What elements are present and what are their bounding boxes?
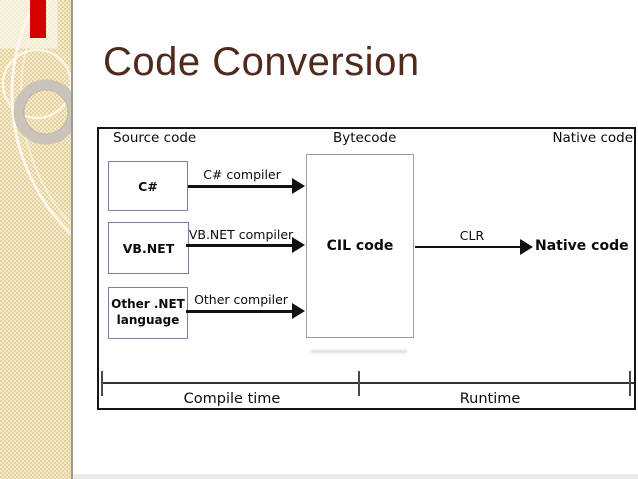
arrowhead-right-icon: [292, 178, 305, 194]
csharp-compiler-arrow-label: C# compiler: [203, 167, 281, 182]
other-compiler-arrow-label: Other compiler: [194, 292, 288, 307]
arrowhead-right-icon: [292, 237, 305, 253]
csharp-compiler-arrow-line: [188, 185, 292, 188]
vbnet-compiler-arrow-line: [186, 244, 292, 247]
vbnet-compiler-arrow-label: VB.NET compiler: [188, 227, 294, 242]
source-box-vbnet: VB.NET: [108, 222, 189, 274]
page-title: Code Conversion: [103, 40, 420, 84]
timeline-label-compile-time: Compile time: [183, 391, 281, 407]
arrowhead-right-icon: [292, 303, 305, 319]
timeline-tick-middle: [358, 371, 360, 396]
column-header-native-code: Native code: [552, 130, 633, 146]
source-box-csharp-label: C#: [138, 178, 158, 194]
native-code-label: Native code: [535, 238, 629, 254]
bottom-strip: [73, 474, 638, 479]
clr-arrow-line: [415, 246, 520, 248]
arrowhead-right-icon: [520, 239, 533, 255]
other-compiler-arrow-line: [186, 310, 292, 313]
timeline-line: [101, 382, 634, 384]
cil-code-box: CIL code: [306, 154, 414, 338]
timeline-tick-right: [629, 371, 631, 396]
source-box-vbnet-label: VB.NET: [122, 240, 175, 256]
column-header-source-code: Source code: [113, 130, 197, 146]
source-box-csharp: C#: [108, 161, 188, 211]
red-marker: [30, 0, 46, 38]
cil-code-box-label: CIL code: [326, 238, 394, 254]
timeline-tick-left: [101, 371, 103, 396]
diagram-frame: Source code Bytecode Native code C# VB.N…: [97, 127, 636, 410]
timeline-label-runtime: Runtime: [459, 391, 521, 407]
source-box-other-net-label: Other .NET language: [111, 297, 185, 327]
sidebar-circles-decoration: [0, 0, 71, 236]
cil-box-shadow: [311, 350, 407, 353]
sidebar-decoration: [0, 0, 73, 479]
source-box-other-net: Other .NET language: [108, 287, 188, 339]
clr-arrow-label: CLR: [459, 228, 485, 243]
column-header-bytecode: Bytecode: [333, 130, 397, 146]
